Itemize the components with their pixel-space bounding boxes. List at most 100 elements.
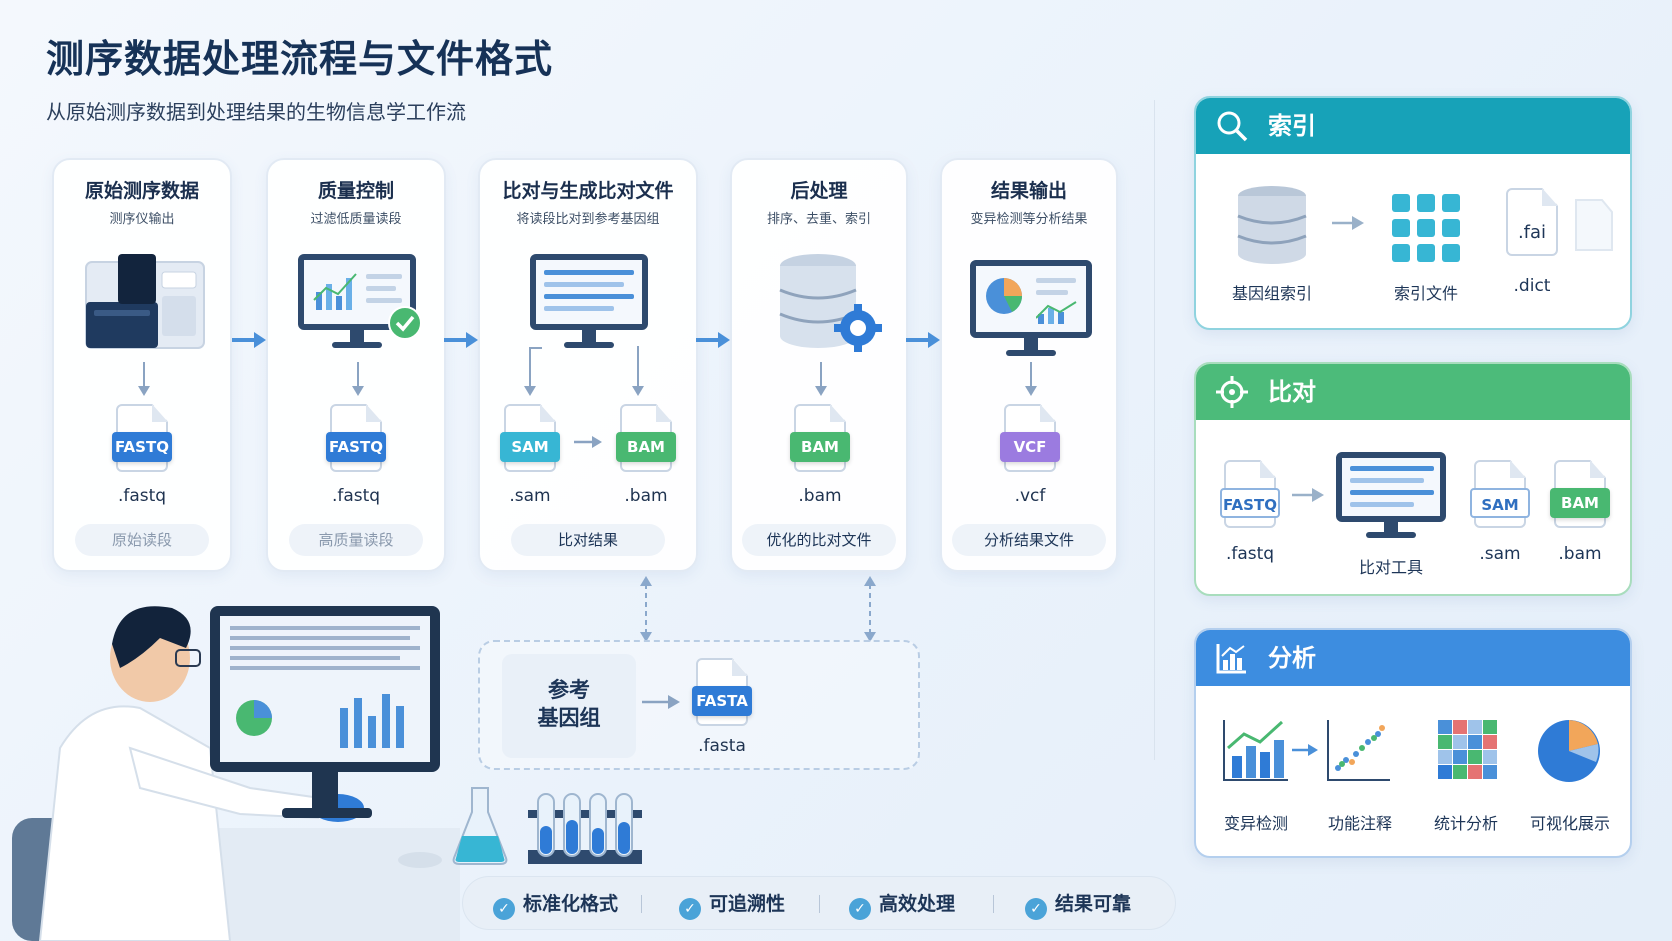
file-tag: FASTQ bbox=[112, 432, 172, 462]
test-tubes-icon bbox=[528, 793, 642, 864]
card-subtitle: 变异检测等分析结果 bbox=[970, 212, 1088, 227]
flask-icon bbox=[452, 787, 508, 865]
feature-bar: ✓标准化格式 ✓可追溯性 ✓高效处理 ✓结果可靠 bbox=[462, 876, 1176, 930]
card-subtitle: 排序、去重、索引 bbox=[766, 212, 871, 227]
feature-item: ✓高效处理 bbox=[849, 877, 955, 931]
card-title: 比对与生成比对文件 bbox=[502, 180, 674, 202]
file-tag: VCF bbox=[1000, 432, 1060, 462]
dashed-connector-icon bbox=[640, 576, 652, 642]
card-footer: 优化的比对文件 bbox=[742, 524, 896, 556]
panel-index: 索引 基因组索引 索引文件 .fai .dict bbox=[1194, 96, 1632, 330]
file-extension: .fasta bbox=[698, 736, 746, 756]
heatmap-icon bbox=[1438, 720, 1497, 779]
pipeline-card-alignment: 比对与生成比对文件 将读段比对到参考基因组 SAM BAM .sam .bam … bbox=[478, 158, 698, 572]
fasta-file-icon: FASTA bbox=[692, 658, 752, 730]
sam-file-icon: SAM bbox=[500, 404, 560, 476]
qc-monitor-icon bbox=[298, 254, 418, 354]
pipeline-card-output: 结果输出 变异检测等分析结果 VCF .vcf 分析结果文件 bbox=[940, 158, 1118, 572]
panel-title: 索引 bbox=[1268, 112, 1316, 140]
arrow-down-icon bbox=[1025, 362, 1037, 396]
card-title: 后处理 bbox=[790, 180, 848, 202]
flow-arrow-icon bbox=[906, 332, 940, 348]
fastq-file-icon: FASTQ bbox=[1220, 460, 1280, 532]
fai-file-icon: .fai bbox=[1502, 188, 1562, 260]
card-subtitle: 过滤低质量读段 bbox=[310, 212, 402, 227]
alignment-monitor-icon bbox=[530, 254, 650, 354]
page-title: 测序数据处理流程与文件格式 bbox=[46, 37, 554, 81]
arrow-down-icon bbox=[352, 362, 364, 396]
panel-align: 比对 FASTQ .fastq 比对工具 SAM .sam BAM .bam bbox=[1194, 362, 1632, 596]
arrow-down-icon bbox=[138, 362, 150, 396]
check-icon: ✓ bbox=[849, 898, 871, 920]
card-title: 质量控制 bbox=[317, 180, 394, 202]
results-monitor-icon bbox=[970, 260, 1094, 360]
dashed-connector-icon bbox=[864, 576, 876, 642]
card-title: 结果输出 bbox=[990, 180, 1067, 202]
panel-item-label: .sam bbox=[1479, 544, 1521, 564]
card-footer: 分析结果文件 bbox=[952, 524, 1106, 556]
file-tag: SAM bbox=[1470, 488, 1530, 518]
arrow-right-icon bbox=[574, 436, 602, 448]
file-tag: FASTQ bbox=[326, 432, 386, 462]
card-footer: 原始读段 bbox=[75, 524, 209, 556]
check-icon: ✓ bbox=[679, 898, 701, 920]
flow-arrow-icon bbox=[696, 332, 730, 348]
file-tag: FASTA bbox=[692, 686, 752, 716]
scientist-illustration bbox=[12, 606, 460, 941]
bam-file-icon: BAM bbox=[1550, 460, 1610, 532]
vcf-file-icon: VCF bbox=[1000, 404, 1060, 476]
pie-chart-icon bbox=[1538, 720, 1600, 782]
section-divider bbox=[1154, 100, 1155, 760]
card-footer: 比对结果 bbox=[511, 524, 665, 556]
reference-label: 参考 基因组 bbox=[502, 654, 636, 758]
card-footer: 高质量读段 bbox=[289, 524, 423, 556]
panel-title: 比对 bbox=[1268, 378, 1316, 406]
check-icon: ✓ bbox=[493, 898, 515, 920]
file-tag: BAM bbox=[616, 432, 676, 462]
bar-chart-icon bbox=[1216, 644, 1246, 674]
arrow-right-icon bbox=[1332, 216, 1364, 230]
panel-analysis: 分析 变异检测 功能注释 统计分析 可视化展示 bbox=[1194, 628, 1632, 858]
feature-item: ✓标准化格式 bbox=[493, 877, 618, 931]
panel-item-label: 索引文件 bbox=[1393, 284, 1458, 303]
file-tag: BAM bbox=[1550, 488, 1610, 518]
page-subtitle: 从原始测序数据到处理结果的生物信息学工作流 bbox=[46, 100, 466, 124]
branch-arrows-icon bbox=[524, 346, 644, 396]
panel-header: 索引 bbox=[1196, 98, 1630, 154]
variant-chart-icon bbox=[1223, 720, 1288, 781]
database-gear-icon bbox=[779, 254, 882, 352]
file-tag: FASTQ bbox=[1220, 488, 1280, 518]
flow-arrow-icon bbox=[444, 332, 478, 348]
feature-item: ✓结果可靠 bbox=[1025, 877, 1131, 931]
panel-header: 比对 bbox=[1196, 364, 1630, 420]
panel-header: 分析 bbox=[1196, 630, 1630, 686]
panel-item-label: .bam bbox=[1558, 544, 1602, 564]
help-file-icon bbox=[1575, 199, 1613, 251]
pipeline-card-post-processing: 后处理 排序、去重、索引 BAM .bam 优化的比对文件 bbox=[730, 158, 908, 572]
index-grid-icon bbox=[1392, 194, 1460, 262]
arrow-right-icon bbox=[1292, 488, 1324, 502]
card-subtitle: 测序仪输出 bbox=[109, 212, 175, 227]
card-title: 原始测序数据 bbox=[84, 180, 199, 202]
file-tag: BAM bbox=[790, 432, 850, 462]
file-extension: .bam bbox=[798, 486, 842, 506]
pipeline-card-quality-control: 质量控制 过滤低质量读段 FASTQ .fastq 高质量读段 bbox=[266, 158, 446, 572]
bam-file-icon: BAM bbox=[790, 404, 850, 476]
fastq-file-icon: FASTQ bbox=[112, 404, 172, 476]
panel-item-label: .fastq bbox=[1225, 544, 1275, 564]
crosshair-icon bbox=[1216, 376, 1248, 408]
file-tag: .fai bbox=[1517, 222, 1547, 243]
pipeline-card-raw-data: 原始测序数据 测序仪输出 FASTQ .fastq 原始读段 bbox=[52, 158, 232, 572]
file-tag: SAM bbox=[500, 432, 560, 462]
panel-item-label: 变异检测 bbox=[1223, 814, 1288, 833]
flow-arrow-icon bbox=[232, 332, 266, 348]
reference-genome-box: 参考 基因组 FASTA .fasta bbox=[478, 640, 920, 770]
file-extension: .vcf bbox=[1014, 486, 1046, 506]
arrow-right-icon bbox=[1292, 744, 1318, 756]
file-extension: .sam bbox=[509, 486, 551, 506]
sam-file-icon: SAM bbox=[1470, 460, 1530, 532]
feature-item: ✓可追溯性 bbox=[679, 877, 785, 931]
card-subtitle: 将读段比对到参考基因组 bbox=[516, 212, 660, 227]
panel-item-label: 比对工具 bbox=[1358, 558, 1423, 577]
check-icon: ✓ bbox=[1025, 898, 1047, 920]
